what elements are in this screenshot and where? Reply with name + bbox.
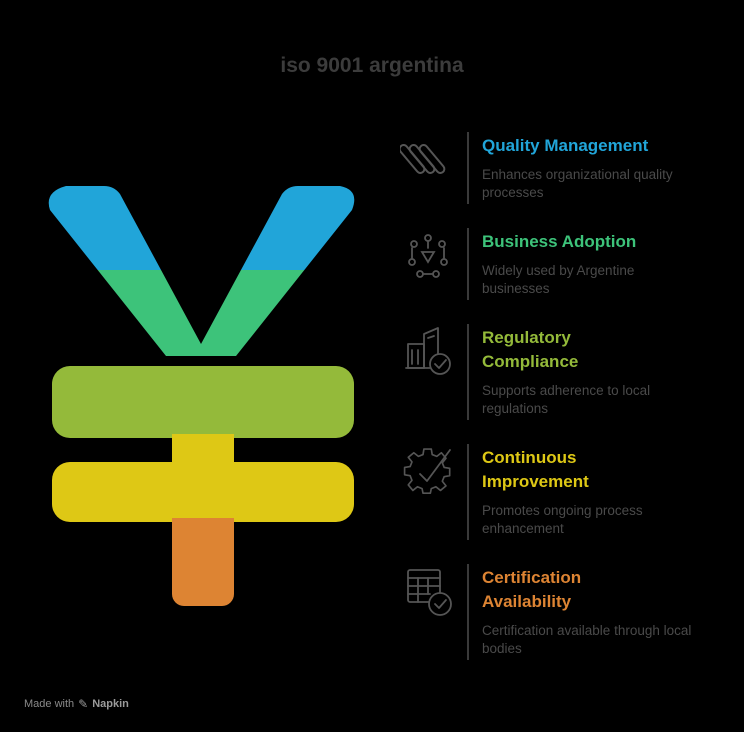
item-heading: Quality Management [482, 136, 649, 155]
building-check-icon [400, 324, 456, 380]
item-heading: Business Adoption [482, 232, 637, 251]
divider [467, 324, 469, 420]
item-description: Promotes ongoing process enhancement [482, 503, 643, 536]
item-description: Enhances organizational quality processe… [482, 167, 673, 200]
table-check-icon [400, 564, 456, 620]
segment-business-adoption [48, 270, 355, 356]
item-description: Widely used by Argentine businesses [482, 263, 635, 296]
divider [467, 228, 469, 300]
quality-layers-icon [398, 132, 456, 188]
divider [467, 444, 469, 540]
item-heading: Regulatory Compliance [482, 328, 579, 371]
brand-label: Napkin [92, 698, 129, 710]
stem-connector [172, 434, 234, 466]
made-with-label: Made with [24, 698, 75, 710]
item-heading: Certification Availability [482, 568, 582, 611]
segment-quality-management [48, 186, 355, 270]
divider [467, 564, 469, 660]
footer: Made with ✎ Napkin [24, 697, 129, 711]
divider [467, 132, 469, 204]
item-description: Supports adherence to local regulations [482, 383, 651, 416]
page-title: iso 9001 argentina [280, 54, 464, 77]
stem-top-fill [172, 518, 234, 532]
bar-continuous-improvement [52, 462, 354, 522]
item-heading: Continuous Improvement [482, 448, 589, 491]
network-icon [400, 228, 456, 284]
yen-diagram [40, 180, 370, 620]
napkin-logo-icon: ✎ [78, 697, 89, 711]
stem-certification-availability [172, 520, 234, 606]
gear-check-icon [400, 444, 456, 500]
bar-regulatory-compliance [52, 366, 354, 438]
item-description: Certification available through local bo… [482, 623, 692, 656]
